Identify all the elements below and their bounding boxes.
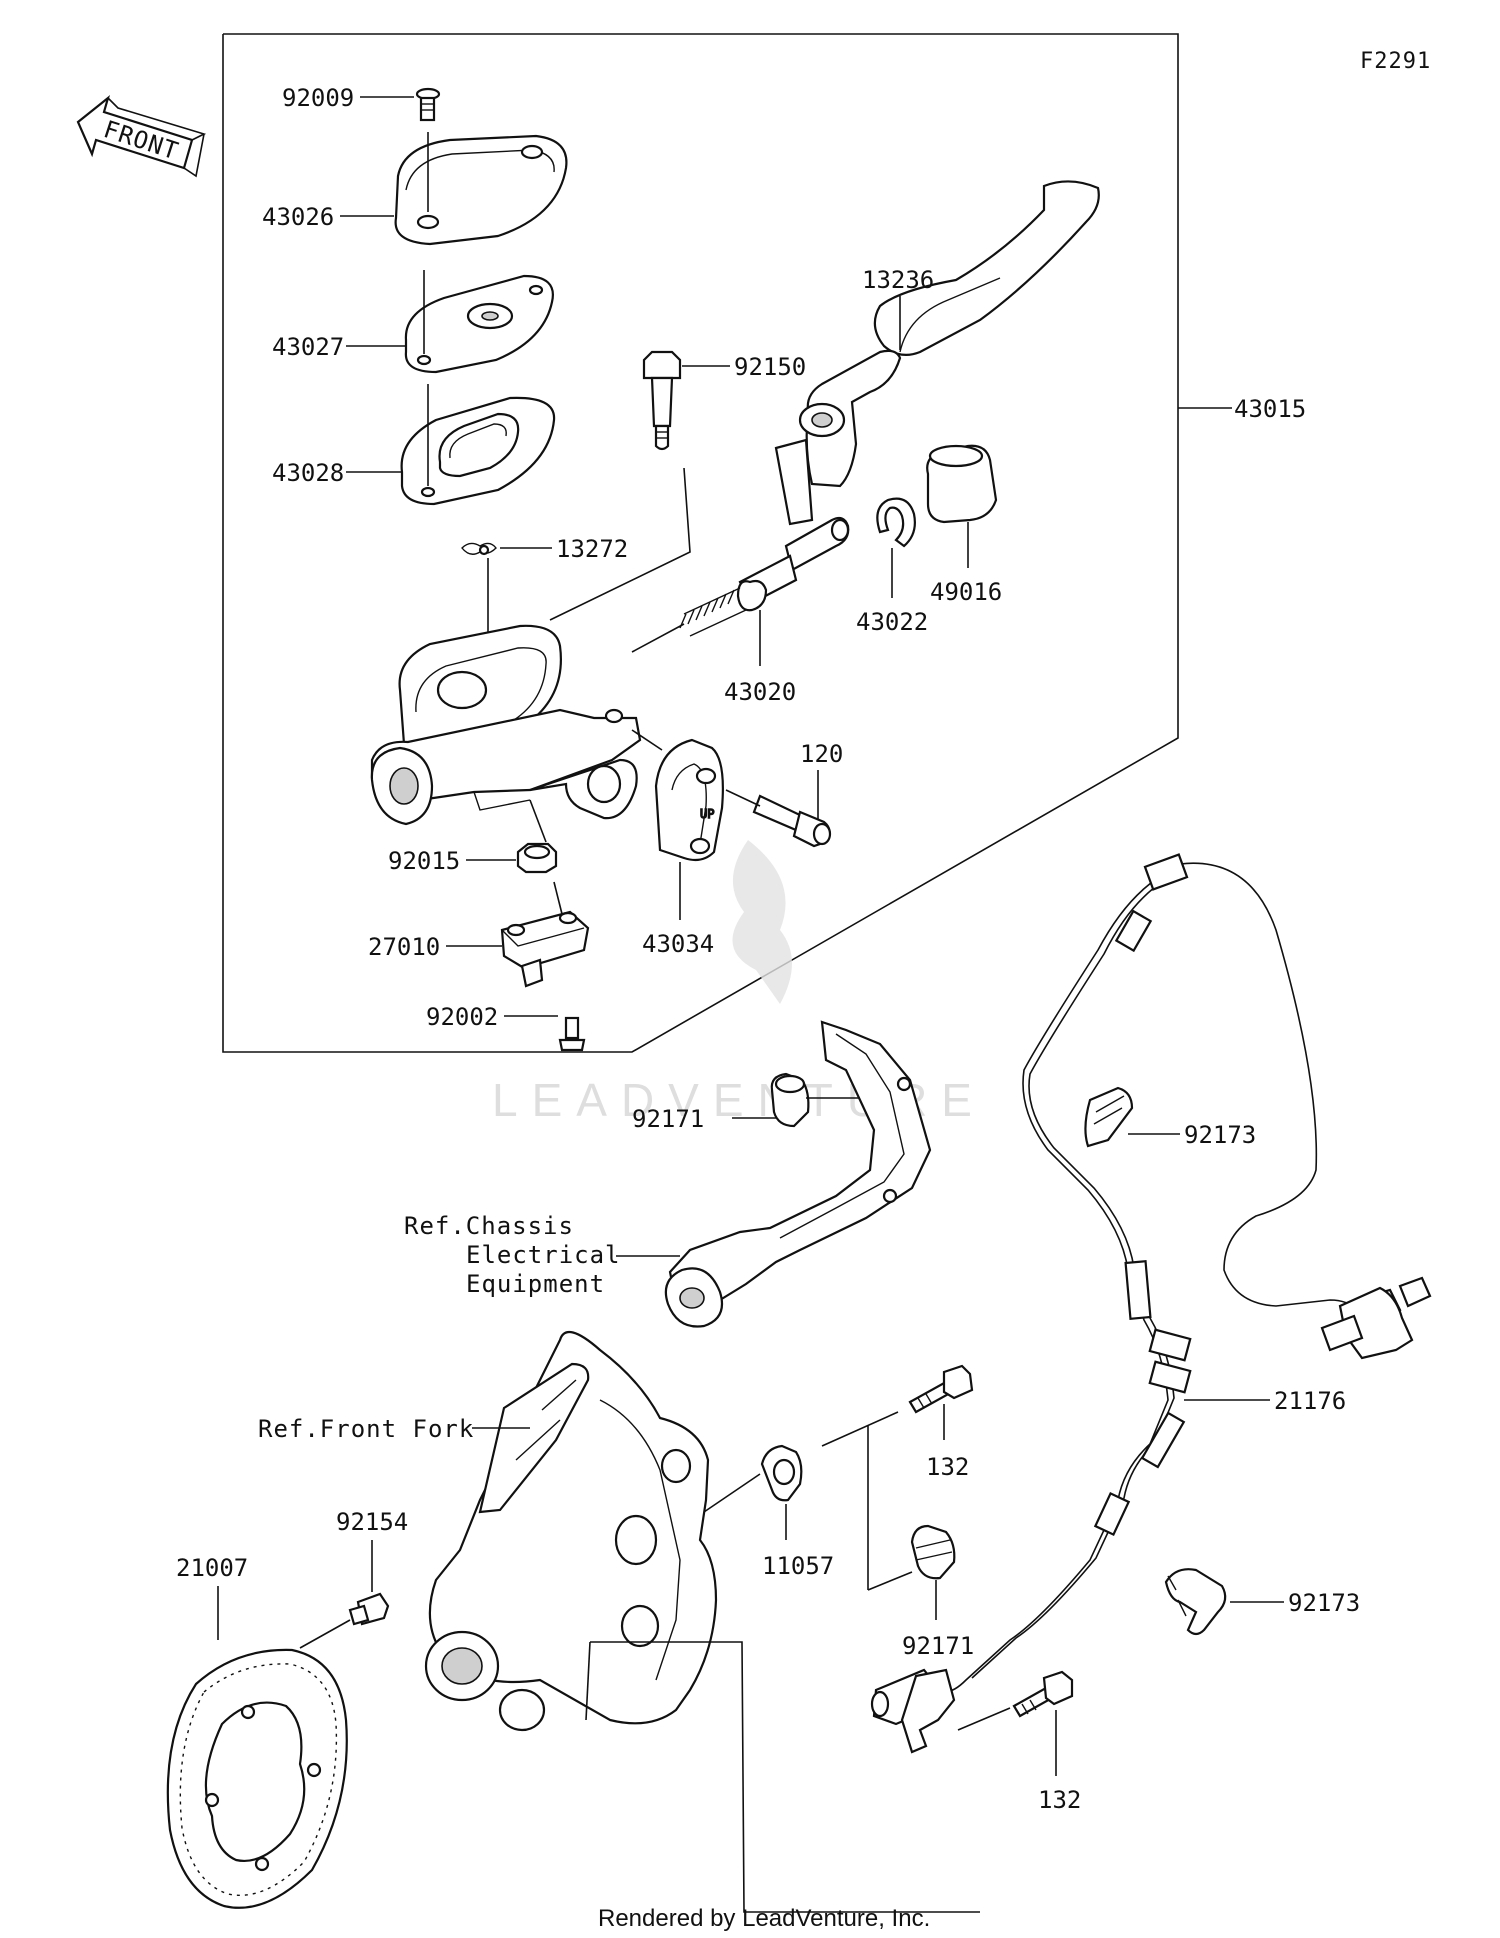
bolt-92154 (348, 1592, 390, 1626)
bolt-132-lower (1012, 1670, 1074, 1718)
ref-front-fork: Ref.Front Fork (258, 1415, 474, 1443)
ref-chassis-line3: Equipment (466, 1270, 605, 1298)
ref-chassis-line2: Electrical (466, 1241, 621, 1269)
switch-27010 (500, 910, 590, 988)
abs-sensor-harness-21176 (870, 853, 1432, 1754)
pivot-bolt-92150 (642, 350, 682, 451)
front-arrow-icon: FRONT (76, 94, 207, 178)
diaphragm-plate-43027 (404, 274, 554, 374)
master-cylinder-body (370, 624, 642, 826)
circlip-43022 (876, 497, 916, 548)
label-21176: 21176 (1274, 1387, 1346, 1415)
reservoir-cap-43026 (394, 134, 568, 246)
label-120: 120 (800, 740, 843, 768)
front-label: FRONT (100, 115, 182, 166)
label-49016: 49016 (930, 578, 1002, 606)
label-92009: 92009 (282, 84, 354, 112)
label-92171-bottom: 92171 (902, 1632, 974, 1660)
label-43028: 43028 (272, 459, 344, 487)
label-43027: 43027 (272, 333, 344, 361)
label-27010: 27010 (368, 933, 440, 961)
svg-text:UP: UP (700, 807, 714, 821)
screw-92002 (558, 1016, 586, 1052)
clamp-43034: UP (654, 738, 724, 862)
label-43026: 43026 (262, 203, 334, 231)
piston-assembly-43020 (679, 516, 850, 637)
label-13236: 13236 (862, 266, 934, 294)
bolt-120 (752, 794, 832, 848)
label-43020: 43020 (724, 678, 796, 706)
label-43015: 43015 (1234, 395, 1306, 423)
label-11057: 11057 (762, 1552, 834, 1580)
label-92154: 92154 (336, 1508, 408, 1536)
label-92002: 92002 (426, 1003, 498, 1031)
label-132-upper: 132 (926, 1453, 969, 1481)
grommet-92171-top (770, 1072, 810, 1128)
nut-92015 (516, 842, 558, 874)
diagram-code: F2291 (1360, 49, 1431, 74)
harness-clamp-92173-bottom (1164, 1568, 1227, 1636)
harness-clamp-92173-top (1084, 1086, 1134, 1148)
diaphragm-43028 (400, 396, 556, 506)
clamp-11057 (760, 1444, 803, 1502)
label-43034: 43034 (642, 930, 714, 958)
ref-chassis-line1: Ref.Chassis (404, 1212, 574, 1240)
bolt-132-upper (908, 1364, 974, 1414)
label-92015: 92015 (388, 847, 460, 875)
label-13272: 13272 (556, 535, 628, 563)
label-92173-top: 92173 (1184, 1121, 1256, 1149)
abs-tone-ring-21007 (166, 1648, 348, 1909)
screw-92009 (415, 87, 441, 122)
label-132-lower: 132 (1038, 1786, 1081, 1814)
assembly-box (222, 33, 1179, 1053)
boot-49016 (926, 444, 998, 524)
bracket-assembly (664, 1020, 932, 1328)
label-92171-top: 92171 (632, 1105, 704, 1133)
front-fork-caliper-mount (424, 1330, 718, 1732)
label-43022: 43022 (856, 608, 928, 636)
grommet-92171-bottom (910, 1524, 956, 1580)
render-credit: Rendered by LeadVenture, Inc. (598, 1905, 930, 1932)
label-92173-bottom: 92173 (1288, 1589, 1360, 1617)
label-92150: 92150 (734, 353, 806, 381)
label-21007: 21007 (176, 1554, 248, 1582)
clip-13272 (461, 542, 497, 556)
brake-lever-13236 (774, 180, 1100, 526)
